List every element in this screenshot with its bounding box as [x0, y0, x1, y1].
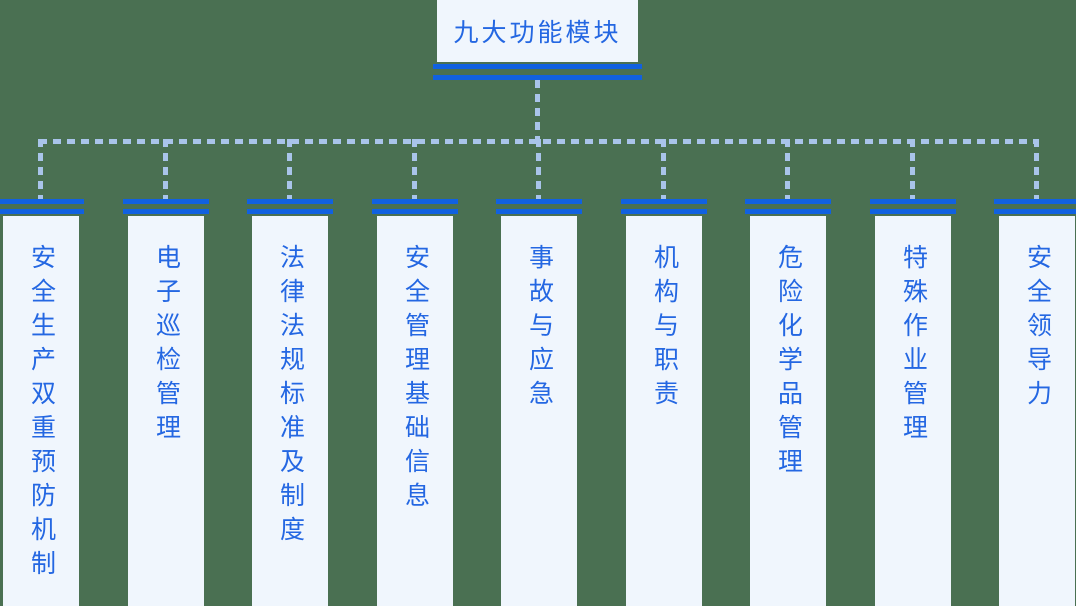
module-column: 安全生产双重预防机制: [0, 139, 84, 606]
module-panel: 安全领导力: [999, 216, 1075, 606]
column-rule-bottom: [621, 209, 707, 214]
module-label: 机构与职责: [650, 244, 679, 414]
module-label: 安全生产双重预防机制: [27, 244, 56, 584]
column-rule-top: [372, 199, 458, 204]
column-rule-top: [0, 199, 84, 204]
connector-branch-drop: [38, 139, 43, 199]
module-column: 事故与应急: [496, 139, 582, 606]
connector-branch-drop: [536, 139, 541, 199]
module-column: 法律法规标准及制度: [247, 139, 333, 606]
column-rule-bottom: [123, 209, 209, 214]
module-label: 特殊作业管理: [899, 244, 928, 448]
module-column: 特殊作业管理: [870, 139, 956, 606]
module-column: 危险化学品管理: [745, 139, 831, 606]
connector-branch-drop: [910, 139, 915, 199]
module-label: 法律法规标准及制度: [276, 244, 305, 550]
column-rule-top: [870, 199, 956, 204]
module-column: 机构与职责: [621, 139, 707, 606]
module-panel: 事故与应急: [501, 216, 577, 606]
column-rule-bottom: [870, 209, 956, 214]
module-panel: 安全管理基础信息: [377, 216, 453, 606]
column-rule-bottom: [496, 209, 582, 214]
module-column: 安全管理基础信息: [372, 139, 458, 606]
root-node: 九大功能模块: [437, 0, 638, 62]
connector-branch-drop: [1034, 139, 1039, 199]
column-rule-top: [496, 199, 582, 204]
module-label: 事故与应急: [525, 244, 554, 414]
module-column: 安全领导力: [994, 139, 1076, 606]
column-rule-top: [621, 199, 707, 204]
column-rule-top: [247, 199, 333, 204]
column-rule-bottom: [372, 209, 458, 214]
column-rule-top: [994, 199, 1076, 204]
module-panel: 危险化学品管理: [750, 216, 826, 606]
column-rule-bottom: [994, 209, 1076, 214]
column-rule-bottom: [247, 209, 333, 214]
root-underline-top: [433, 64, 642, 69]
column-rule-top: [123, 199, 209, 204]
module-panel: 法律法规标准及制度: [252, 216, 328, 606]
connector-branch-drop: [412, 139, 417, 199]
module-label: 危险化学品管理: [774, 244, 803, 482]
root-underline-bottom: [433, 75, 642, 80]
module-column: 电子巡检管理: [123, 139, 209, 606]
module-panel: 机构与职责: [626, 216, 702, 606]
module-panel: 安全生产双重预防机制: [3, 216, 79, 606]
connector-branch-drop: [287, 139, 292, 199]
column-rule-top: [745, 199, 831, 204]
connector-branch-drop: [163, 139, 168, 199]
connector-branch-drop: [661, 139, 666, 199]
column-rule-bottom: [745, 209, 831, 214]
module-panel: 电子巡检管理: [128, 216, 204, 606]
connector-branch-drop: [785, 139, 790, 199]
module-label: 安全领导力: [1023, 244, 1052, 414]
module-label: 安全管理基础信息: [401, 244, 430, 516]
module-label: 电子巡检管理: [152, 244, 181, 448]
column-rule-bottom: [0, 209, 84, 214]
connector-root-drop: [535, 80, 540, 144]
module-panel: 特殊作业管理: [875, 216, 951, 606]
